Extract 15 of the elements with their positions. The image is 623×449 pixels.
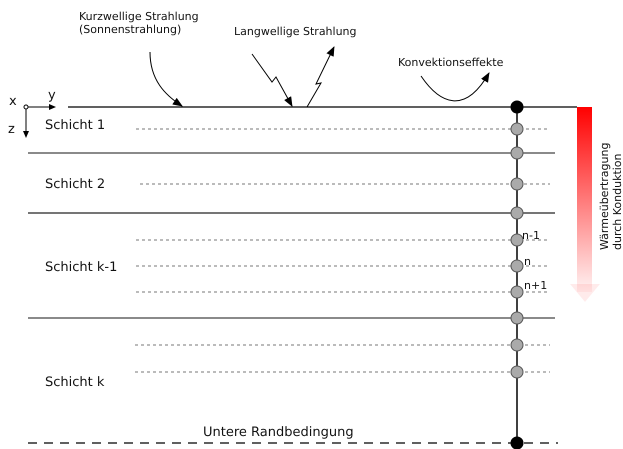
axis-label: z xyxy=(8,122,15,138)
node-label: n xyxy=(524,255,531,268)
axis-label: x xyxy=(9,94,17,110)
annotation-text: Wärmeübertragung durch Konduktion xyxy=(598,142,623,250)
annotation-text: Langwellige Strahlung xyxy=(234,25,357,38)
layer-label: Schicht 1 xyxy=(45,118,106,134)
layer-label: Schicht 2 xyxy=(45,177,106,193)
annotation-text: Untere Randbedingung xyxy=(203,425,354,441)
annotation-text: Kurzwellige Strahlung (Sonnenstrahlung) xyxy=(79,10,200,36)
annotation-text: Konvektionseffekte xyxy=(398,56,504,70)
node-label: n-1 xyxy=(522,229,540,242)
layer-label: Schicht k-1 xyxy=(45,260,118,276)
axis-label: y xyxy=(48,88,56,104)
node-label: n+1 xyxy=(524,279,548,292)
layer-label: Schicht k xyxy=(45,375,104,391)
